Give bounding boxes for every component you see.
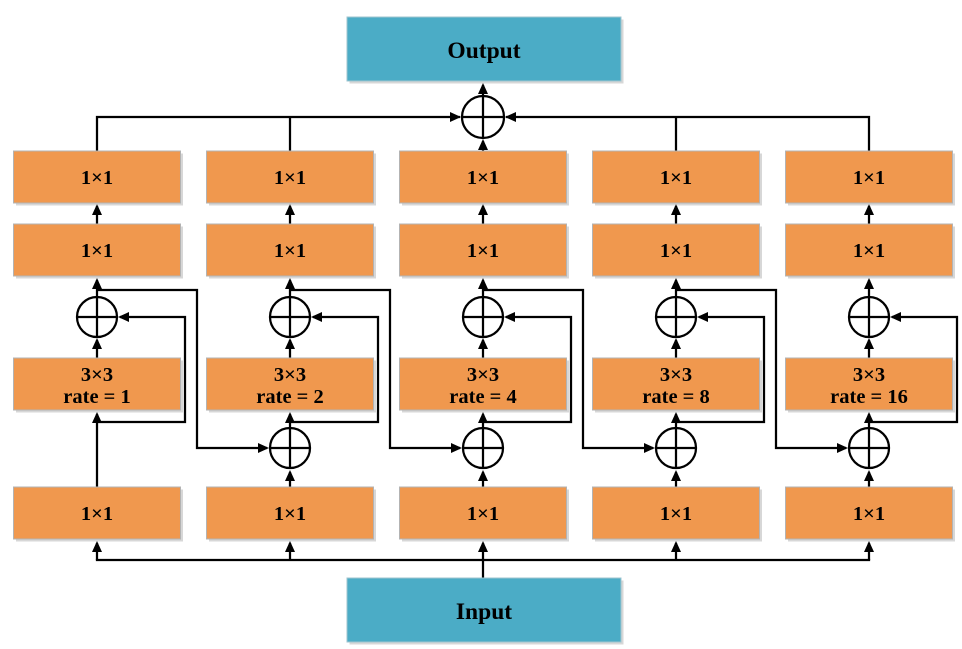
atrous-rate-label: rate = 4 [449, 386, 516, 408]
conv-1x1-mid-label: 1×1 [853, 240, 885, 262]
upper-sum-node-col5 [847, 295, 891, 339]
conv-1x1-bottom-label: 1×1 [853, 503, 885, 525]
branch-column-4: 1×1 1×1 3×3 rate = 8 1×1 [592, 150, 762, 542]
conv-1x1-top-label: 1×1 [660, 167, 692, 189]
conv-1x1-top-block [785, 150, 953, 204]
conv-1x1-top-label: 1×1 [274, 167, 306, 189]
residual-connectors [97, 312, 959, 424]
lower-sum-node-col2 [268, 426, 312, 470]
conv-1x1-bottom-block [785, 486, 953, 540]
atrous-conv-3x3-block [13, 357, 181, 411]
atrous-kernel-label: 3×3 [660, 364, 692, 386]
lower-sum-node-col3 [461, 426, 505, 470]
residual-arrow-col5 [869, 312, 959, 424]
residual-arrow-col4 [676, 312, 766, 424]
conv-1x1-bottom-block [399, 486, 567, 540]
global-sum-node [460, 94, 506, 140]
branch-column-2: 1×1 1×1 3×3 rate = 2 1×1 [206, 150, 376, 542]
conv-1x1-bottom-block [592, 486, 760, 540]
residual-arrow-col1 [97, 312, 187, 424]
input-distribution-wires [92, 541, 874, 578]
atrous-rate-label: rate = 8 [642, 386, 709, 408]
conv-1x1-mid-label: 1×1 [660, 240, 692, 262]
input-box [346, 577, 622, 643]
conv-1x1-bottom-block [13, 486, 181, 540]
residual-arrow-col3 [483, 312, 573, 424]
collect-wire-right [505, 112, 871, 153]
upper-sum-node-col2 [268, 295, 312, 339]
conv-1x1-mid-block [206, 223, 374, 277]
collect-wire-left [95, 112, 461, 153]
conv-1x1-mid-label: 1×1 [467, 240, 499, 262]
conv-1x1-top-block [13, 150, 181, 204]
conv-1x1-bottom-label: 1×1 [467, 503, 499, 525]
top-collect-wires [95, 83, 871, 153]
conv-1x1-mid-label: 1×1 [81, 240, 113, 262]
branch-column-1: 1×1 1×1 3×3 rate = 1 1×1 [13, 150, 183, 542]
input-block: Input [346, 577, 624, 645]
output-block: Output [346, 16, 624, 84]
cascade-arrow-col4-to-col5 [676, 288, 848, 453]
atrous-rate-label: rate = 16 [830, 386, 908, 408]
conv-1x1-top-label: 1×1 [467, 167, 499, 189]
cascade-arrow-col1-to-col2 [97, 288, 269, 453]
atrous-conv-3x3-block [399, 357, 567, 411]
atrous-conv-3x3-block [785, 357, 953, 411]
conv-1x1-top-label: 1×1 [853, 167, 885, 189]
conv-1x1-top-block [206, 150, 374, 204]
input-label: Input [456, 599, 512, 625]
branch-stems [92, 204, 874, 487]
atrous-conv-3x3-block [592, 357, 760, 411]
conv-1x1-bottom-block [206, 486, 374, 540]
output-box [346, 16, 622, 82]
upper-sum-node-col4 [654, 295, 698, 339]
lower-sum-node-col5 [847, 426, 891, 470]
upper-sum-node-col1 [75, 295, 119, 339]
atrous-kernel-label: 3×3 [274, 364, 306, 386]
branch-column-5: 1×1 1×1 3×3 rate = 16 1×1 [785, 150, 955, 542]
atrous-kernel-label: 3×3 [467, 364, 499, 386]
residual-arrow-col2 [290, 312, 380, 424]
conv-1x1-top-block [592, 150, 760, 204]
conv-1x1-mid-label: 1×1 [274, 240, 306, 262]
atrous-rate-label: rate = 2 [256, 386, 323, 408]
output-label: Output [447, 38, 520, 64]
atrous-conv-3x3-block [206, 357, 374, 411]
conv-1x1-bottom-label: 1×1 [274, 503, 306, 525]
cascade-arrow-col2-to-col3 [290, 288, 462, 453]
conv-1x1-mid-block [785, 223, 953, 277]
conv-1x1-top-label: 1×1 [81, 167, 113, 189]
atrous-kernel-label: 3×3 [853, 364, 885, 386]
conv-1x1-bottom-label: 1×1 [660, 503, 692, 525]
conv-1x1-top-block [399, 150, 567, 204]
conv-1x1-mid-block [592, 223, 760, 277]
branch-column-3: 1×1 1×1 3×3 rate = 4 1×1 [399, 150, 569, 542]
lower-sum-node-col4 [654, 426, 698, 470]
cascade-connectors [97, 288, 848, 453]
sum-nodes [75, 94, 891, 470]
conv-1x1-mid-block [399, 223, 567, 277]
atrous-rate-label: rate = 1 [63, 386, 130, 408]
conv-1x1-bottom-label: 1×1 [81, 503, 113, 525]
atrous-kernel-label: 3×3 [81, 364, 113, 386]
cascade-arrow-col3-to-col4 [483, 288, 655, 453]
conv-1x1-mid-block [13, 223, 181, 277]
upper-sum-node-col3 [461, 295, 505, 339]
